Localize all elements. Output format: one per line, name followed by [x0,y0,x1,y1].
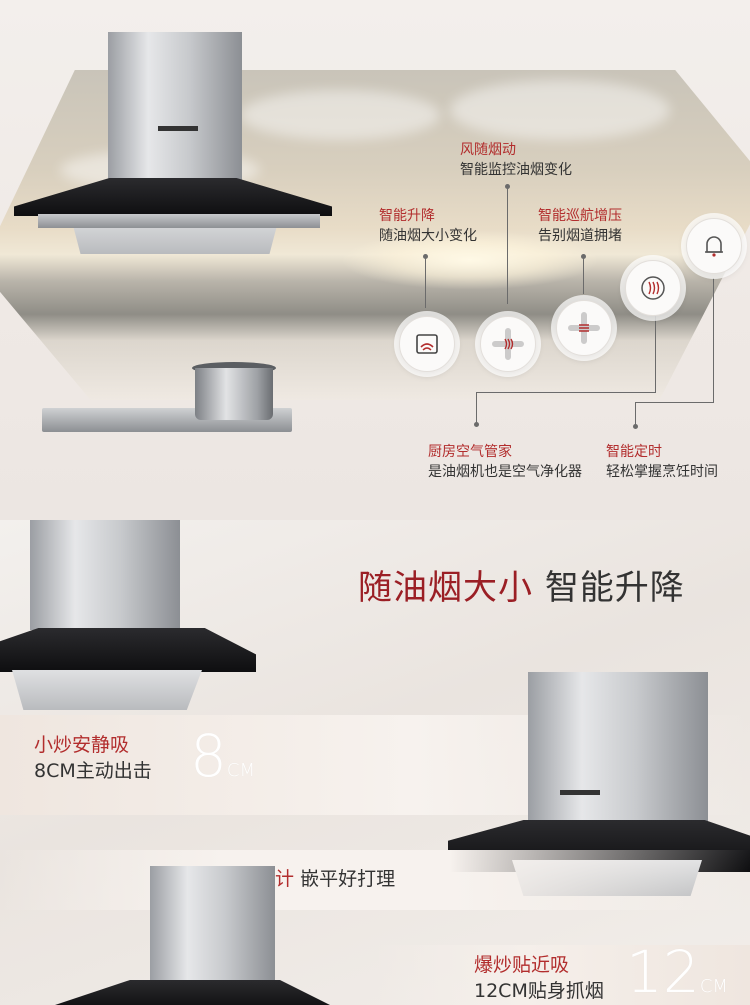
feature-line2: 8CM主动出击 [34,760,152,782]
headline-red: 随油烟大小 [358,568,533,608]
hood-brand-logo [158,126,198,131]
wave-sensor-icon [399,316,455,372]
feature-title: 智能升降 [379,208,435,224]
feature-desc: 随油烟大小变化 [379,228,477,244]
section-headline: 随油烟大小 智能升降 [358,560,685,609]
close-suction-feature: 爆炒贴近吸 12CM贴身抓烟 [474,952,604,1004]
lift-feature-section: 随油烟大小 智能升降 小炒安静吸 8CM主动出击 8CM 隐匿设计 嵌平好打理 … [0,520,750,1005]
airflow-icon [480,316,536,372]
feature-desc: 告别烟道拥堵 [538,228,622,244]
big-unit: CM [699,976,728,997]
big-number: 12 [626,938,700,1005]
feature-title: 智能定时 [606,444,662,460]
feature-desc: 智能监控油烟变化 [460,162,572,178]
feature-line1: 小炒安静吸 [34,734,130,756]
feature-smart-lift: 智能升降 随油烟大小变化 [379,206,477,246]
big-unit: CM [226,760,256,781]
hero-section: 风随烟动 智能监控油烟变化 智能升降 随油烟大小变化 智能巡航增压 告别烟道拥堵… [0,0,750,520]
feature-desc: 是油烟机也是空气净化器 [428,464,582,480]
feature-air-manager: 厨房空气管家 是油烟机也是空气净化器 [428,442,582,482]
quiet-suction-feature: 小炒安静吸 8CM主动出击 [34,732,152,784]
bell-timer-icon [686,218,742,274]
distance-8cm-label: 8CM [190,722,255,790]
pressure-boost-icon [556,300,612,356]
feature-title: 智能巡航增压 [538,208,622,224]
air-purify-icon [625,260,681,316]
feature-line1: 爆炒贴近吸 [474,954,570,976]
feature-smart-timer: 智能定时 轻松掌握烹饪时间 [606,442,718,482]
feature-title: 厨房空气管家 [428,444,512,460]
feature-title: 风随烟动 [460,142,516,158]
feature-desc: 轻松掌握烹饪时间 [606,464,718,480]
feature-cruise-boost: 智能巡航增压 告别烟道拥堵 [538,206,622,246]
feature-smoke-monitor: 风随烟动 智能监控油烟变化 [460,140,572,180]
distance-12cm-label: 12CM [626,938,728,1005]
feature-line2: 12CM贴身抓烟 [474,980,604,1002]
big-number: 8 [190,722,227,790]
headline-dark: 智能升降 [544,568,685,608]
feature-dark: 嵌平好打理 [300,868,396,890]
